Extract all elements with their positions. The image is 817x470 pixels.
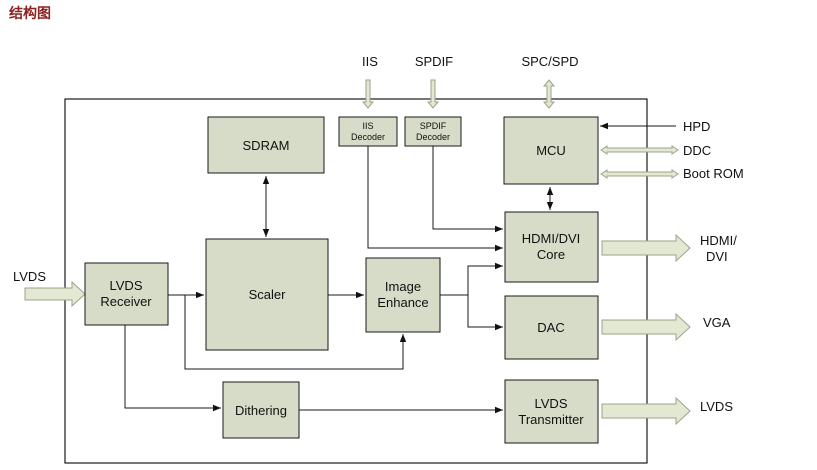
lvds-transmitter-label-2: Transmitter (518, 412, 584, 427)
dithering-block (222, 381, 300, 439)
hdmi-core-label-2: Core (537, 247, 565, 262)
iis-decoder-label-1: IIS (362, 121, 373, 131)
lvds-receiver-label-2: Receiver (100, 294, 152, 309)
hdmi-dvi-output-label-2: DVI (706, 249, 728, 264)
vga-output-label: VGA (703, 315, 731, 330)
spdif-signal-label: SPDIF (415, 54, 453, 69)
iis-decoder-block (338, 116, 398, 147)
hdmi-dvi-output-arrow (601, 233, 691, 263)
scaler-label: Scaler (249, 287, 287, 302)
enhance-dac-wire (467, 295, 503, 331)
boot-rom-arrow (600, 169, 679, 179)
mcu-block (503, 116, 599, 185)
hpd-signal-label: HPD (683, 119, 710, 134)
lvds-input-arrow (24, 280, 86, 308)
lvds-input-label: LVDS (13, 269, 46, 284)
dac-label: DAC (537, 320, 564, 335)
spdif-input-arrow (426, 79, 440, 109)
dac-block (504, 295, 599, 360)
spdif-decoder-label-1: SPDIF (420, 121, 447, 131)
diagram-title: 结构图 (9, 6, 51, 22)
lvds-output-label: LVDS (700, 399, 733, 414)
spdif-decoder-label-2: Decoder (416, 132, 450, 142)
mcu-label: MCU (536, 143, 566, 158)
lvds-transmitter-label-1: LVDS (535, 396, 568, 411)
spc-spd-signal-label: SPC/SPD (521, 54, 578, 69)
iis-signal-label: IIS (362, 54, 378, 69)
ddc-signal-label: DDC (683, 143, 711, 158)
dithering-label: Dithering (235, 403, 287, 418)
vga-output-arrow (601, 312, 691, 342)
hdmi-core-label-1: HDMI/DVI (522, 231, 581, 246)
lvds-output-arrow (601, 396, 691, 426)
bypass-enhance-wire (184, 295, 407, 370)
scaler-block (205, 238, 329, 351)
enhance-hdmi-wire (467, 262, 503, 295)
lvds-transmitter-block (504, 379, 599, 444)
spdif-decoder-block (404, 116, 462, 147)
sdram-label: SDRAM (243, 138, 290, 153)
spc-spd-arrow (542, 79, 556, 109)
lvds-receiver-label-1: LVDS (110, 278, 143, 293)
receiver-dithering-wire (124, 325, 221, 412)
sdram-block (207, 116, 325, 174)
ddc-arrow (600, 145, 679, 155)
image-enhance-label-2: Enhance (377, 295, 428, 310)
spdif-decoder-hdmi-wire (432, 146, 503, 233)
hdmi-dvi-output-label-1: HDMI/ (700, 233, 737, 248)
hdmi-dvi-core-block (504, 211, 599, 283)
image-enhance-block (365, 257, 441, 333)
lvds-receiver-block (84, 262, 169, 326)
iis-decoder-label-2: Decoder (351, 132, 385, 142)
boot-rom-signal-label: Boot ROM (683, 166, 744, 181)
chip-boundary (64, 98, 648, 464)
iis-input-arrow (361, 79, 375, 109)
iis-decoder-hdmi-wire (367, 146, 503, 252)
image-enhance-label-1: Image (385, 279, 421, 294)
